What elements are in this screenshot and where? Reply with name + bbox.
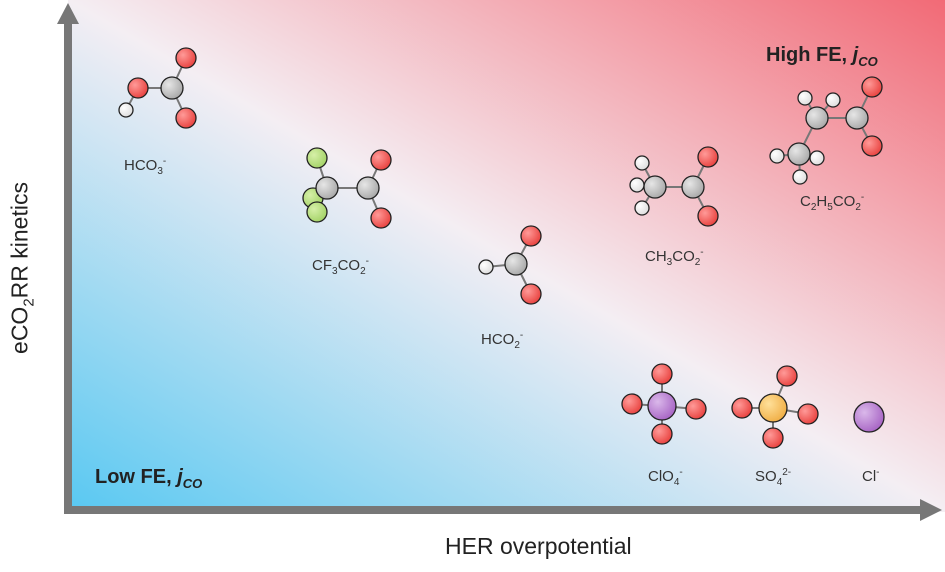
oxygen-atom [621, 393, 643, 415]
molecule-bicarbonate [118, 47, 197, 129]
carbon-atom [805, 106, 829, 130]
oxygen-atom [370, 149, 392, 171]
x-axis [64, 499, 942, 521]
hydrogen-atom [825, 92, 841, 108]
hydrogen-atom [118, 102, 134, 118]
oxygen-atom [697, 205, 719, 227]
oxygen-atom [520, 225, 542, 247]
hydrogen-atom [634, 155, 650, 171]
carbon-atom [160, 76, 184, 100]
chlorine-atom [647, 391, 677, 421]
carbon-atom [681, 175, 705, 199]
fluorine-atom [306, 147, 328, 169]
molecule-perchlorate [621, 363, 707, 445]
high-fe-label: High FE, jCO [766, 44, 878, 69]
oxygen-atom [651, 363, 673, 385]
fluorine-atom [306, 201, 328, 223]
oxygen-atom [651, 423, 673, 445]
sulfur-atom [758, 393, 788, 423]
oxygen-atom [797, 403, 819, 425]
label-ch3co2: CH3CO2- [645, 247, 704, 268]
ion-chloride [853, 401, 885, 433]
carbon-atom [643, 175, 667, 199]
oxygen-atom [370, 207, 392, 229]
molecule-trifluoroacetate [302, 147, 392, 229]
oxygen-atom [697, 146, 719, 168]
label-cf3co2: CF3CO2- [312, 256, 369, 277]
x-axis-title: HER overpotential [445, 533, 632, 559]
oxygen-atom [731, 397, 753, 419]
hydrogen-atom [809, 150, 825, 166]
oxygen-atom [685, 398, 707, 420]
oxygen-atom [861, 135, 883, 157]
carbon-atom [787, 142, 811, 166]
label-so4: SO42- [755, 467, 792, 488]
low-fe-label: Low FE, jCO [95, 466, 203, 491]
carbon-atom [356, 176, 380, 200]
hydrogen-atom [478, 259, 494, 275]
hydrogen-atom [792, 169, 808, 185]
label-clo4: ClO4- [648, 467, 683, 488]
molecule-formate [478, 225, 542, 305]
oxygen-atom [520, 283, 542, 305]
carbon-atom [845, 106, 869, 130]
carbon-atom [504, 252, 528, 276]
carbon-atom [315, 176, 339, 200]
molecule-sulfate [731, 365, 819, 449]
label-hco3: HCO3- [124, 156, 167, 177]
y-axis [57, 3, 79, 514]
hydrogen-atom [634, 200, 650, 216]
oxygen-atom [175, 47, 197, 69]
hydrogen-atom [769, 148, 785, 164]
hydrogen-atom [629, 177, 645, 193]
oxygen-atom [175, 107, 197, 129]
oxygen-atom [127, 77, 149, 99]
molecule-propionate [769, 76, 883, 185]
oxygen-atom [776, 365, 798, 387]
oxygen-atom [762, 427, 784, 449]
oxygen-atom [861, 76, 883, 98]
chlorine-atom [853, 401, 885, 433]
label-hco2: HCO2- [481, 330, 524, 351]
label-cl: Cl- [862, 467, 880, 485]
molecule-acetate [629, 146, 719, 227]
hydrogen-atom [797, 90, 813, 106]
y-axis-title: eCO2RR kinetics [6, 182, 38, 354]
gradient-background [68, 0, 945, 512]
label-c2h5co2: C2H5CO2- [800, 192, 865, 213]
